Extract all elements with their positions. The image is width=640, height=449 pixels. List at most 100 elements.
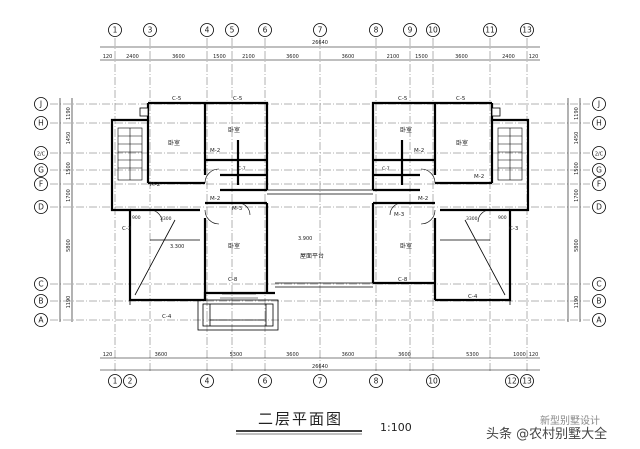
svg-text:A: A — [38, 316, 44, 325]
axis-bubble-top-8: 8 — [369, 23, 383, 37]
tag-c4-2: C-4 — [468, 294, 478, 300]
dim-left-0: 1190 — [66, 107, 72, 120]
top-total-dimension: 26640 — [312, 40, 328, 46]
elevation-left-floor: 3.300 — [170, 244, 184, 250]
dim-right-1: 1450 — [574, 132, 580, 145]
tag-m2-1: M-2 — [210, 148, 220, 154]
axis-bubble-right-F: F — [592, 177, 606, 191]
tag-c5-1: C-5 — [172, 96, 182, 102]
tag-c3-1: C-3 — [122, 226, 132, 232]
axis-bubble-top-3: 3 — [143, 23, 157, 37]
dim-top-0: 120 — [103, 54, 113, 60]
dim-bottom-6: 5300 — [466, 352, 479, 358]
dim-top-7: 2100 — [387, 54, 400, 60]
svg-text:13: 13 — [522, 377, 532, 386]
svg-text:A: A — [596, 316, 602, 325]
svg-text:8: 8 — [374, 377, 379, 386]
elevation-terrace: 3.900 — [298, 236, 312, 242]
axis-bubble-left-G: G — [34, 163, 48, 177]
svg-text:4: 4 — [205, 377, 210, 386]
tag-c8-1: C-8 — [228, 277, 238, 283]
axis-bubble-top-13: 13 — [520, 23, 534, 37]
svg-text:10: 10 — [428, 377, 438, 386]
axis-bubble-left-2-C: 2/C — [34, 146, 48, 160]
axis-bubble-bottom-1: 1 — [108, 374, 122, 388]
axis-bubble-left-D: D — [34, 200, 48, 214]
tag-c8-2: C-8 — [398, 277, 408, 283]
tag-m2-2: M-2 — [150, 182, 160, 188]
svg-text:3: 3 — [148, 26, 153, 35]
axis-bubble-right-D: D — [592, 200, 606, 214]
room-label-terrace: 屋面平台 — [300, 252, 324, 260]
dim-top-10: 2400 — [502, 54, 515, 60]
opening-tags: C-5 C-5 C-5 C-5 C-8 C-8 C-4 C-4 C-3 C-3 … — [122, 96, 519, 320]
axis-bubble-right-C: C — [592, 277, 606, 291]
axis-bubble-top-1: 1 — [108, 23, 122, 37]
svg-text:D: D — [596, 203, 602, 212]
svg-text:G: G — [38, 166, 44, 175]
axis-bubble-top-10: 10 — [426, 23, 440, 37]
dim-right-5: 1190 — [574, 296, 580, 309]
tag-m2-4: M-2 — [414, 148, 424, 154]
svg-text:9: 9 — [408, 26, 413, 35]
axis-bubble-top-7: 7 — [313, 23, 327, 37]
tag-c5-4: C-5 — [456, 96, 466, 102]
svg-text:G: G — [596, 166, 602, 175]
slab-dim2-right: 900 — [498, 215, 507, 221]
parapet-lines — [129, 189, 511, 331]
svg-text:B: B — [38, 297, 43, 306]
stair-treads — [117, 127, 523, 299]
dim-bottom-4: 3600 — [342, 352, 355, 358]
svg-text:H: H — [38, 119, 44, 128]
slab-dim2-left: 900 — [132, 215, 141, 221]
axis-bubble-bottom-8: 8 — [369, 374, 383, 388]
axis-bubble-right-G: G — [592, 163, 606, 177]
tag-m2-3: M-2 — [210, 196, 220, 202]
svg-text:13: 13 — [522, 26, 532, 35]
dim-bottom-5: 3600 — [398, 352, 411, 358]
svg-text:2: 2 — [128, 377, 133, 386]
dim-top-11: 120 — [529, 54, 539, 60]
tag-m3-2: M-3 — [394, 212, 405, 218]
svg-text:H: H — [596, 119, 602, 128]
axis-bubble-left-B: B — [34, 294, 48, 308]
dim-left-3: 1700 — [66, 189, 72, 202]
building-walls — [110, 101, 530, 302]
dim-top-3: 1500 — [213, 54, 226, 60]
dim-bottom-3: 3600 — [286, 352, 299, 358]
svg-text:D: D — [38, 203, 44, 212]
dimension-lines — [59, 46, 581, 371]
axis-bubble-right-A: A — [592, 313, 606, 327]
svg-text:C: C — [596, 280, 601, 289]
room-label-bedroom-right-south: 卧室 — [400, 242, 412, 250]
axis-bubble-right-H: H — [592, 116, 606, 130]
room-label-bedroom-right-mid: 卧室 — [456, 139, 468, 147]
svg-text:10: 10 — [428, 26, 438, 35]
room-label-bedroom-right-north: 卧室 — [400, 126, 412, 134]
axis-bubble-top-9: 9 — [403, 23, 417, 37]
axis-bubble-top-4: 4 — [200, 23, 214, 37]
svg-text:1: 1 — [113, 26, 118, 35]
axis-bubble-top-6: 6 — [258, 23, 272, 37]
svg-text:2/C: 2/C — [595, 152, 604, 158]
svg-text:4: 4 — [205, 26, 210, 35]
tag-m3-1: M-3 — [232, 206, 243, 212]
watermark-source: 头条 @农村别墅大全 — [486, 426, 607, 442]
svg-text:6: 6 — [263, 26, 268, 35]
svg-text:J: J — [39, 100, 42, 109]
dim-right-0: 1190 — [574, 107, 580, 120]
axis-bubble-left-J: J — [34, 97, 48, 111]
room-label-bedroom-left-north: 卧室 — [168, 139, 180, 147]
axis-bubble-right-2-C: 2/C — [592, 146, 606, 160]
door-swings — [149, 168, 491, 225]
slab-dim-left: 3300 — [160, 216, 172, 222]
tag-c7-1: C-7 — [238, 166, 246, 172]
drawing-scale: 1:100 — [380, 421, 412, 434]
svg-text:11: 11 — [485, 26, 495, 35]
axis-bubble-left-H: H — [34, 116, 48, 130]
dim-top-2: 3600 — [172, 54, 185, 60]
svg-text:6: 6 — [263, 377, 268, 386]
